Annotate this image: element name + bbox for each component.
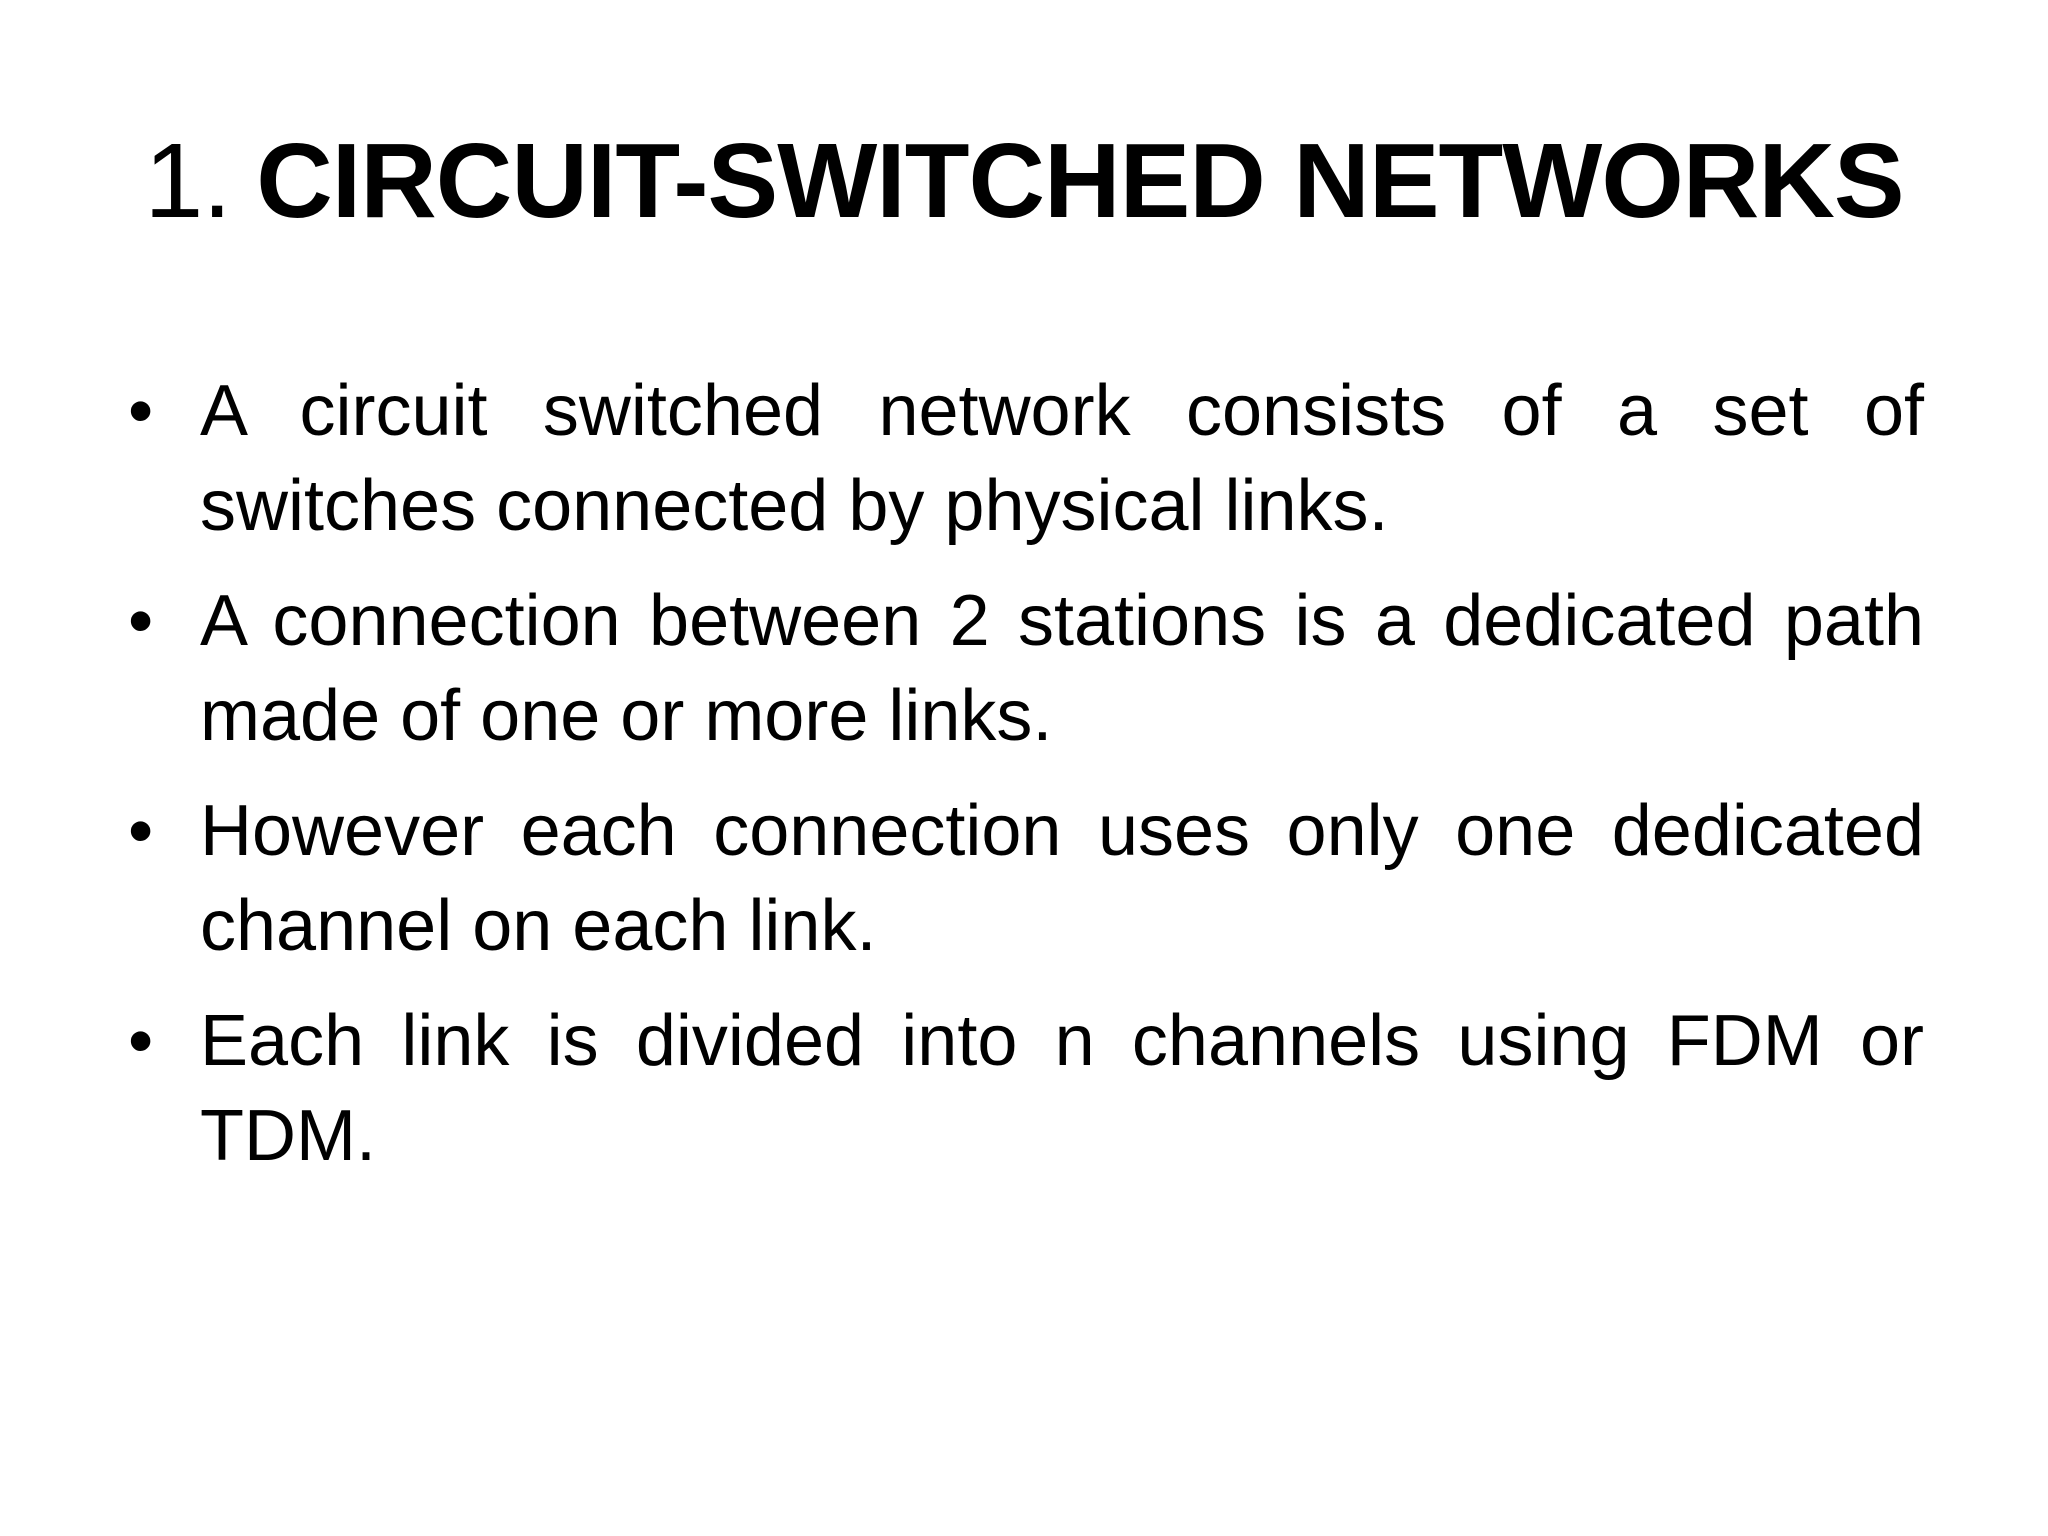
bullet-text-line: Each link is divided into n channels usi… xyxy=(200,1001,1924,1081)
bullet-list: • A circuit switched network consists of… xyxy=(128,364,1924,1184)
bullet-item: • Each link is divided into n channels u… xyxy=(128,994,1924,1184)
bullet-text-line: A circuit switched network consists of a… xyxy=(200,371,1924,451)
bullet-marker: • xyxy=(128,1001,154,1081)
bullet-text-line: A connection between 2 stations is a ded… xyxy=(200,581,1924,661)
page-title: 1.CIRCUIT-SWITCHED NETWORKS xyxy=(0,118,2048,245)
bullet-item: • A connection between 2 stations is a d… xyxy=(128,574,1924,764)
bullet-marker: • xyxy=(128,371,154,451)
bullet-text-line: made of one or more links. xyxy=(200,676,1053,756)
title-text: CIRCUIT-SWITCHED NETWORKS xyxy=(256,122,1904,240)
title-number: 1. xyxy=(144,122,231,240)
bullet-text-line: However each connection uses only one de… xyxy=(200,791,1924,871)
bullet-marker: • xyxy=(128,581,154,661)
bullet-marker: • xyxy=(128,791,154,871)
bullet-text-line: switches connected by physical links. xyxy=(200,466,1389,546)
bullet-item: • A circuit switched network consists of… xyxy=(128,364,1924,554)
bullet-item: • However each connection uses only one … xyxy=(128,784,1924,974)
bullet-text-line: TDM. xyxy=(200,1096,376,1176)
bullet-text-line: channel on each link. xyxy=(200,886,877,966)
